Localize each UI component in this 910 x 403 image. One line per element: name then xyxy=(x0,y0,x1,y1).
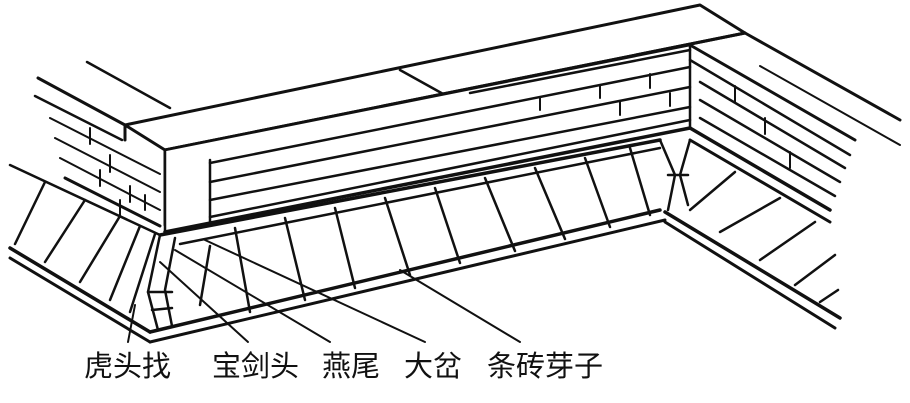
label-tiaozhuanyazi: 条砖芽子 xyxy=(487,349,604,383)
leader-hutouzhao xyxy=(127,304,136,343)
label-baojiantou: 宝剑头 xyxy=(212,349,300,383)
leader-tiaozhuanyazi xyxy=(399,269,521,343)
label-hutouzhao: 虎头找 xyxy=(84,349,172,383)
right-eave-tiles xyxy=(663,138,842,330)
leader-yanwei xyxy=(174,249,331,343)
left-brick-wall xyxy=(33,60,172,228)
leader-baojiantou xyxy=(159,261,249,343)
right-brick-wall xyxy=(688,31,902,212)
leader-dacha xyxy=(204,239,426,343)
left-eave-tiles xyxy=(8,163,162,344)
corner-brackets xyxy=(146,138,692,332)
label-dacha: 大岔 xyxy=(404,349,463,383)
label-yanwei: 燕尾 xyxy=(322,349,381,383)
leader-lines xyxy=(127,239,521,343)
center-eave-tiles xyxy=(148,138,667,344)
